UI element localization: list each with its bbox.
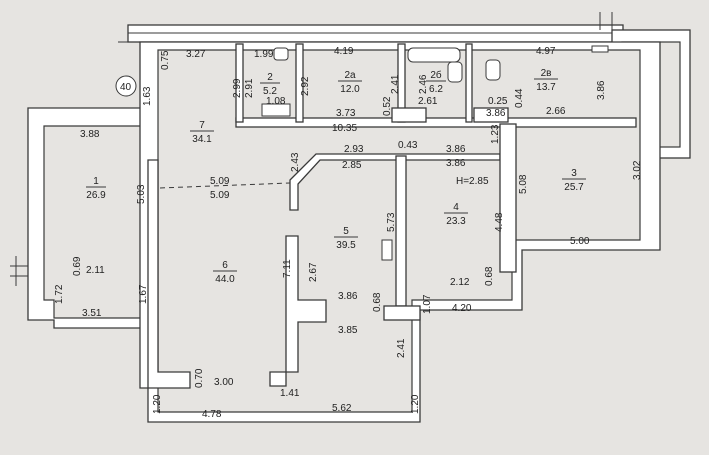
dim-v: 2.91	[244, 78, 255, 98]
dimension-labels: 3.27 1.99 4.19 4.97 1.08 2.61 0.25 3.73 …	[80, 46, 590, 420]
dim: 1.99	[254, 49, 274, 60]
room-3-name: 3	[571, 168, 577, 179]
dim-v: 1.20	[410, 394, 421, 414]
dim-v: 0.52	[382, 96, 393, 116]
dim: 3.00	[214, 377, 234, 388]
room-7-name: 7	[199, 120, 205, 131]
dim-v: 1.67	[138, 284, 149, 304]
dim-v: 1.20	[152, 394, 163, 414]
dim: 3.51	[82, 308, 102, 319]
dim: 5.00	[570, 236, 590, 247]
room-labels: 1 26.9 2 5.2 2a 12.0 2б 6.2 2в 13.7 3 25…	[86, 68, 586, 285]
dim: 3.86	[446, 144, 466, 155]
vertical-dimension-labels: 0.75 1.63 2.99 2.91 2.92 2.41 2.46 0.52 …	[54, 50, 643, 414]
dim-v: 0.70	[194, 368, 205, 388]
dim-v: 0.68	[372, 292, 383, 312]
dim: 4.78	[202, 409, 222, 420]
dim-v: 0.44	[514, 88, 525, 108]
room-6-name: 6	[222, 260, 228, 271]
dim: 0.43	[398, 140, 418, 151]
room-2v-area: 13.7	[536, 82, 556, 93]
room-2-area: 5.2	[263, 86, 277, 97]
building-number: 40	[120, 82, 132, 93]
room-7-area: 34.1	[192, 134, 212, 145]
dim: 4.19	[334, 46, 354, 57]
dim: 3.86	[338, 291, 358, 302]
room-5-area: 39.5	[336, 240, 356, 251]
dim-v: 7.11	[282, 259, 293, 278]
interior-walls	[147, 43, 637, 389]
bathroom-fixtures	[261, 45, 609, 261]
dim-v: 5.73	[386, 212, 397, 232]
room-4-area: 23.3	[446, 216, 466, 227]
stove-icon	[381, 239, 393, 261]
dim: 1.08	[266, 96, 286, 107]
dim-v: 1.07	[422, 294, 433, 314]
room-2a-name: 2a	[344, 70, 356, 81]
ceiling-height: H=2.85	[456, 176, 489, 187]
dim-v: 4.48	[494, 212, 505, 232]
dim: 1.41	[280, 388, 300, 399]
dim: 3.88	[80, 129, 100, 140]
dim: 3.73	[336, 108, 356, 119]
room-2-name: 2	[267, 72, 273, 83]
dim: 2.85	[342, 160, 362, 171]
sink-icon-2	[485, 59, 501, 81]
room-2v-name: 2в	[541, 68, 552, 79]
dim-v: 2.41	[390, 74, 401, 94]
toilet-icon	[273, 47, 289, 61]
dim-v: 2.99	[232, 78, 243, 98]
dim-v: 3.86	[596, 80, 607, 100]
dim-v: 5.08	[518, 174, 529, 194]
dim: 10.35	[332, 123, 357, 134]
dim: 3.86	[446, 158, 466, 169]
dim: 4.97	[536, 46, 556, 57]
dim-v: 5.03	[136, 184, 147, 204]
dim-v: 2.46	[418, 74, 429, 94]
room-2b-area: 6.2	[429, 84, 443, 95]
dim: 2.66	[546, 106, 566, 117]
dim: 3.85	[338, 325, 358, 336]
top-wall	[118, 12, 624, 43]
dim: 3.86	[486, 108, 506, 119]
dim: 4.20	[452, 303, 472, 314]
dim-v: 2.92	[300, 76, 311, 96]
dim-v: 1.63	[142, 86, 153, 106]
room-6-area: 44.0	[215, 274, 235, 285]
dim: 2.93	[344, 144, 364, 155]
balcony-door-icon	[591, 45, 609, 53]
dim-v: 0.68	[484, 266, 495, 286]
room-3-area: 25.7	[564, 182, 584, 193]
dim: 0.25	[488, 96, 508, 107]
dim: 2.12	[450, 277, 470, 288]
dim: 3.27	[186, 49, 206, 60]
room-1-area: 26.9	[86, 190, 106, 201]
dim-v: 3.02	[632, 160, 643, 180]
dim-v: 0.69	[72, 256, 83, 276]
room-1-walls	[10, 107, 159, 329]
dim: 5.62	[332, 403, 352, 414]
room-2b-name: 2б	[430, 69, 442, 81]
dim-v: 2.41	[396, 338, 407, 358]
room-4-name: 4	[453, 202, 459, 213]
dim-v: 0.75	[160, 50, 171, 70]
shelf-icon	[261, 103, 291, 117]
zone-divider	[159, 182, 291, 189]
room-1-name: 1	[93, 176, 99, 187]
dim-v: 2.43	[290, 152, 301, 172]
dim: 2.61	[418, 96, 438, 107]
room-5-name: 5	[343, 226, 349, 237]
dim: 5.09	[210, 190, 230, 201]
dim-v: 1.23	[490, 124, 501, 144]
building-number-badge	[115, 75, 137, 97]
room-2a-area: 12.0	[340, 84, 360, 95]
dim: 2.11	[86, 265, 105, 276]
bathtub-icon	[407, 47, 461, 63]
dim-v: 2.67	[308, 262, 319, 282]
dim: 5.09	[210, 176, 230, 187]
sink-icon	[447, 61, 463, 83]
dim-v: 1.72	[54, 284, 65, 304]
